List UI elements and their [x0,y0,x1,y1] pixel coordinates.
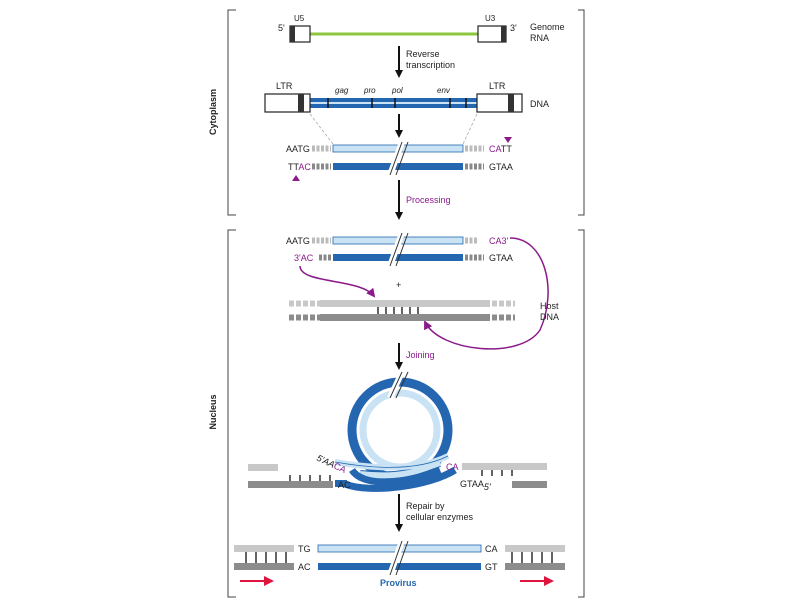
u5-label: U5 [294,14,305,23]
provirus-top-left: TG [298,544,311,554]
integration-loop [334,370,457,492]
provirus-bottom-right: GT [485,562,498,572]
nucleus-label: Nucleus [208,394,218,429]
strand-transfer-arrow-left [299,265,376,298]
joined-left-end: 5'AACA [315,453,348,475]
zoom-line-right [462,113,478,145]
repair-label-1: Repair by [406,501,445,511]
reverse-transcription-label-1: Reverse [406,49,440,59]
end-top-right: CATT [489,144,512,154]
three-prime-label: 3' [510,23,517,33]
reverse-transcription-label-2: transcription [406,60,455,70]
end-top-right-purple: CA [489,144,501,154]
plus-sign: + [396,280,401,290]
cleavage-marker-left [292,175,300,181]
dna-ends-processed: AATG CA3' 3'AC GTAA [286,231,513,268]
processing-label: Processing [406,195,451,205]
gene-pol: pol [391,86,403,95]
five-prime-label: 5' [278,23,285,33]
end-top-left: AATG [286,144,310,154]
joining-label: Joining [406,350,435,360]
ltr-right-label: LTR [489,81,506,91]
host-dna-label-1: Host [540,301,559,311]
genome-rna-label-2: RNA [530,33,549,43]
gene-pro: pro [363,86,376,95]
provirus: TG AC CA GT Provirus [234,540,565,588]
host-dna-label-2: DNA [540,312,559,322]
processed-bottom-left: 3'AC [294,253,314,263]
proviral-dna: LTR LTR gag pro pol env DNA [264,81,549,113]
end-bottom-left: TTAC [288,162,311,172]
provirus-label: Provirus [380,578,417,588]
cytoplasm-label: Cytoplasm [208,89,218,135]
cytoplasm-bracket [227,9,585,216]
host-dna: Host DNA [289,300,559,322]
joined-right-bottom-text: GTAA [460,479,484,489]
zoom-line-left [309,113,334,145]
nucleus-bracket [227,229,585,598]
gene-env: env [437,86,451,95]
dna-ends-unprocessed: AATG CATT TTAC GTAA [286,137,513,181]
dna-label: DNA [530,99,549,109]
end-bottom-left-rest: TT [288,162,299,172]
gene-gag: gag [335,86,349,95]
genome-rna-label-1: Genome [530,22,565,32]
joined-left-bottom: AC [338,480,351,490]
ltr-left-label: LTR [276,81,293,91]
u3-label: U3 [485,14,496,23]
joined-left-purple: CA [332,461,348,475]
processed-top-right: CA3' [489,236,509,246]
end-top-right-rest: TT [501,144,512,154]
genome-rna: U5 U3 5' 3' Genome RNA [278,14,565,43]
end-bottom-left-purple: AC [298,162,311,172]
joined-right-bottom: GTAA5' [460,479,491,492]
repair-label-2: cellular enzymes [406,512,474,522]
processed-bottom-right: GTAA [489,253,513,263]
strand-transfer-arrow-right [424,237,549,350]
end-bottom-right: GTAA [489,162,513,172]
processed-top-left: AATG [286,236,310,246]
provirus-top-right: CA [485,544,498,554]
joined-right-purple: CA [446,462,459,472]
joined-right-suffix: 5' [484,482,491,492]
cleavage-marker-right [504,137,512,143]
provirus-bottom-left: AC [298,562,311,572]
